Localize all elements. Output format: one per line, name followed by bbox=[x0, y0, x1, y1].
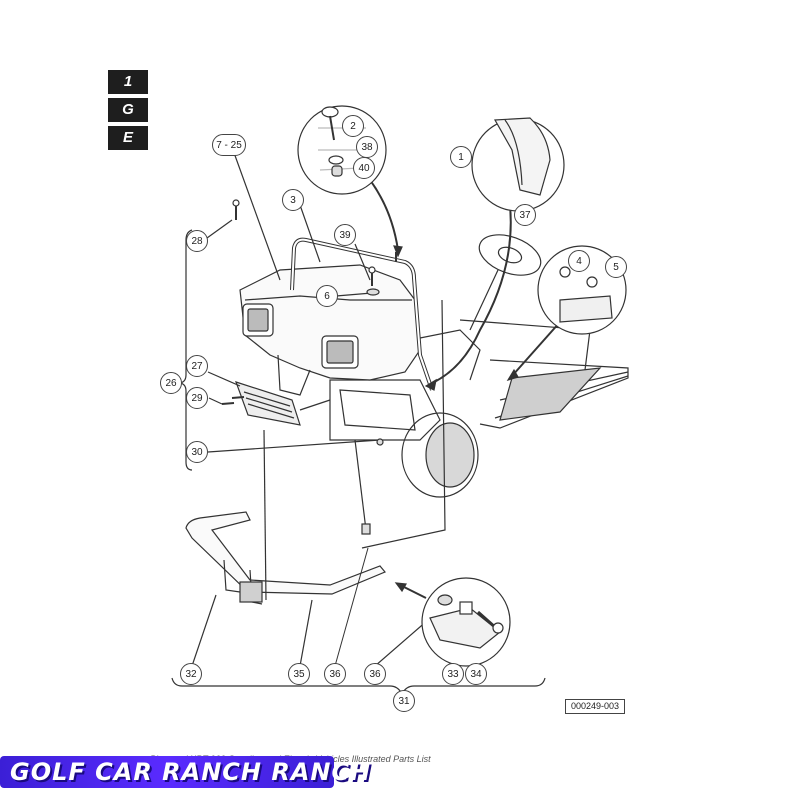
callout-32: 32 bbox=[180, 663, 202, 685]
callout-36-right: 36 bbox=[364, 663, 386, 685]
callout-37: 37 bbox=[514, 204, 536, 226]
watermark-banner: GOLF CAR RANCH RANCH bbox=[0, 756, 370, 788]
callout-2: 2 bbox=[342, 115, 364, 137]
arrow-37 bbox=[429, 189, 512, 385]
front-wheel bbox=[401, 412, 479, 498]
callout-40: 40 bbox=[353, 157, 375, 179]
callout-3: 3 bbox=[282, 189, 304, 211]
bracket-26 bbox=[179, 229, 193, 471]
callout-26: 26 bbox=[160, 372, 182, 394]
floor-mat bbox=[499, 367, 602, 421]
arrow-detail-top bbox=[369, 179, 399, 251]
watermark-text: GOLF CAR RANCH RANCH bbox=[10, 758, 372, 786]
callout-31: 31 bbox=[393, 690, 415, 712]
washer-6 bbox=[366, 288, 380, 296]
front-bumper bbox=[185, 511, 386, 595]
frame bbox=[329, 379, 441, 441]
section-tab-1: 1 bbox=[108, 70, 148, 94]
callout-38: 38 bbox=[356, 136, 378, 158]
callout-36-left: 36 bbox=[324, 663, 346, 685]
callout-34: 34 bbox=[465, 663, 487, 685]
callout-35: 35 bbox=[288, 663, 310, 685]
figure-code: 000249-003 bbox=[565, 699, 625, 714]
nut-36 bbox=[361, 523, 371, 535]
callout-39: 39 bbox=[334, 224, 356, 246]
bumper-bracket-left bbox=[239, 581, 263, 603]
callout-30: 30 bbox=[186, 441, 208, 463]
callout-28: 28 bbox=[186, 230, 208, 252]
callout-6: 6 bbox=[316, 285, 338, 307]
callout-5: 5 bbox=[605, 256, 627, 278]
callout-29: 29 bbox=[186, 387, 208, 409]
cart-floor bbox=[479, 359, 629, 429]
callout-27: 27 bbox=[186, 355, 208, 377]
callout-7-25: 7 - 25 bbox=[212, 134, 246, 156]
bracket-31 bbox=[171, 677, 546, 696]
trim-panel bbox=[235, 381, 301, 426]
callout-1: 1 bbox=[450, 146, 472, 168]
callout-4: 4 bbox=[568, 250, 590, 272]
section-tab-e: E bbox=[108, 126, 148, 150]
section-tab-g: G bbox=[108, 98, 148, 122]
callout-33: 33 bbox=[442, 663, 464, 685]
